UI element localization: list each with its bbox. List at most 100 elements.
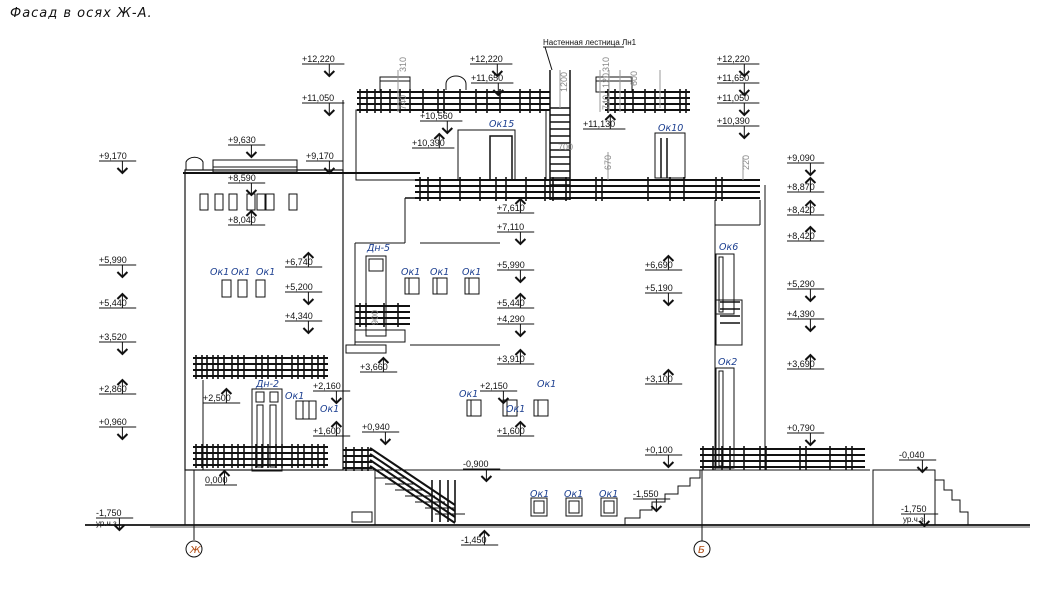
- elevation-label: +5,190: [645, 283, 673, 293]
- elevation-label: +8,420: [787, 205, 815, 215]
- elevation-label: +5,990: [99, 255, 127, 265]
- attic-window: [199, 193, 209, 211]
- elevation-arrow-down-icon: [918, 520, 931, 528]
- window-ok1: [533, 399, 549, 417]
- elevation-arrow-down-icon: [113, 524, 126, 532]
- elevation-label: +8,040: [228, 215, 256, 225]
- window-ok6-pane: [718, 256, 724, 313]
- axis-label-zh: Ж: [189, 545, 202, 556]
- elevation-label: +8,590: [228, 173, 256, 183]
- elevation-label: +7,110: [497, 222, 524, 232]
- attic-window: [288, 193, 298, 211]
- elevation-arrow-up-icon: [116, 378, 129, 386]
- elevation-label: -1,550: [633, 489, 659, 499]
- window-ok1: [530, 497, 548, 517]
- elevation-arrow-down-icon: [302, 327, 315, 335]
- elevation-arrow-down-icon: [497, 397, 510, 405]
- dimension-label: 220: [741, 155, 751, 170]
- tag-dn5: Дн-5: [366, 243, 390, 254]
- elevation-arrow-up-icon: [514, 420, 527, 428]
- dimension-label: 310: [398, 57, 408, 72]
- elevation-arrow-down-icon: [662, 299, 675, 307]
- elevation-arrow-up-icon: [604, 113, 617, 121]
- annex-steps: [934, 470, 969, 525]
- window-ok1: [600, 497, 618, 517]
- elevation-label: +3,100: [645, 374, 673, 384]
- window-ok1: [237, 279, 248, 298]
- elevation-arrow-down-icon: [804, 325, 817, 333]
- tag-ok1: Ок1: [256, 267, 275, 278]
- elevation-label: +9,170: [306, 151, 334, 161]
- elevation-label: -0,040: [899, 450, 925, 460]
- dimension-label: 1200: [559, 72, 569, 92]
- elevation-label: +10,390: [412, 138, 445, 148]
- wall-ladder-note: Настенная лестница Лн1: [543, 38, 637, 47]
- elevation-label: +1,600: [497, 426, 525, 436]
- elevation-label: +11,130: [583, 119, 615, 129]
- elevation-arrow-down-icon: [514, 276, 527, 284]
- dimension-label: 900: [370, 310, 380, 325]
- dimension-label: 670: [603, 155, 613, 170]
- door-dn2-glass: [269, 391, 279, 403]
- elevation-arrow-up-icon: [662, 254, 675, 262]
- elevation-label: +8,420: [787, 231, 815, 241]
- elevation-arrow-down-icon: [245, 189, 258, 197]
- elevation-label: +5,990: [497, 260, 525, 270]
- elevation-label: 0,000: [205, 475, 228, 485]
- elevation-label: +12,220: [470, 54, 503, 64]
- dimension-label: 700: [558, 142, 573, 152]
- elevation-label: +2,150: [480, 381, 508, 391]
- elevation-label: +0,100: [645, 445, 673, 455]
- tag-ok1: Ок1: [599, 489, 618, 500]
- dimension-label: 740: [398, 95, 408, 110]
- elevation-label: +2,860: [99, 384, 127, 394]
- elevation-label: +3,910: [497, 354, 525, 364]
- elevation-label: +5,290: [787, 279, 815, 289]
- elevation-label: +1,600: [313, 426, 341, 436]
- elevation-arrow-down-icon: [804, 169, 817, 177]
- elevation-label: +11,050: [717, 93, 749, 103]
- window-ok1-inner: [603, 500, 615, 514]
- elevation-label: +9,090: [787, 153, 815, 163]
- elevation-label: +10,560: [420, 111, 453, 121]
- elevation-arrow-down-icon: [492, 89, 505, 97]
- attic-window: [214, 193, 224, 211]
- elevation-arrow-down-icon: [491, 70, 504, 78]
- elevation-label: +12,220: [302, 54, 335, 64]
- axis-bubble: [693, 540, 711, 558]
- elevation-label: -1,750: [901, 504, 927, 514]
- elevation-arrow-down-icon: [804, 439, 817, 447]
- window-ok1: [221, 279, 232, 298]
- axis-label-b: Б: [698, 545, 705, 556]
- window-ok6: [715, 253, 735, 315]
- elevation-label: +2,500: [203, 393, 231, 403]
- tag-ok1: Ок1: [506, 404, 525, 415]
- window-ok1: [255, 279, 266, 298]
- elevation-label: +9,170: [99, 151, 127, 161]
- elevation-arrow-up-icon: [377, 356, 390, 364]
- elevation-arrow-up-icon: [116, 292, 129, 300]
- elevation-arrow-down-icon: [116, 271, 129, 279]
- tag-ok1: Ок1: [537, 379, 556, 390]
- tag-ok1: Ок1: [210, 267, 229, 278]
- attic-window: [228, 193, 238, 211]
- elevation-arrow-down-icon: [738, 70, 751, 78]
- elevation-label: +6,690: [645, 260, 673, 270]
- dimension-label: 310: [601, 57, 611, 72]
- elevation-label: +12,220: [717, 54, 750, 64]
- elevation-arrow-down-icon: [662, 461, 675, 469]
- ground-level-label: ур.ч.з.: [96, 519, 119, 528]
- tag-ok1: Ок1: [530, 489, 549, 500]
- window-ok1: [502, 399, 518, 417]
- tag-ok1: Ок1: [459, 389, 478, 400]
- elevation-arrow-down-icon: [323, 167, 336, 175]
- door-dn2-panel: [256, 404, 264, 468]
- door-ok15: [489, 135, 513, 181]
- roof-vent-icon: [185, 156, 204, 170]
- dimension-label: 600: [629, 71, 639, 86]
- stair-railing: [369, 465, 456, 524]
- elevation-arrow-up-icon: [478, 529, 491, 537]
- stair-railing: [369, 459, 456, 518]
- attic-window: [246, 193, 256, 211]
- elevation-label: +7,610: [497, 203, 525, 213]
